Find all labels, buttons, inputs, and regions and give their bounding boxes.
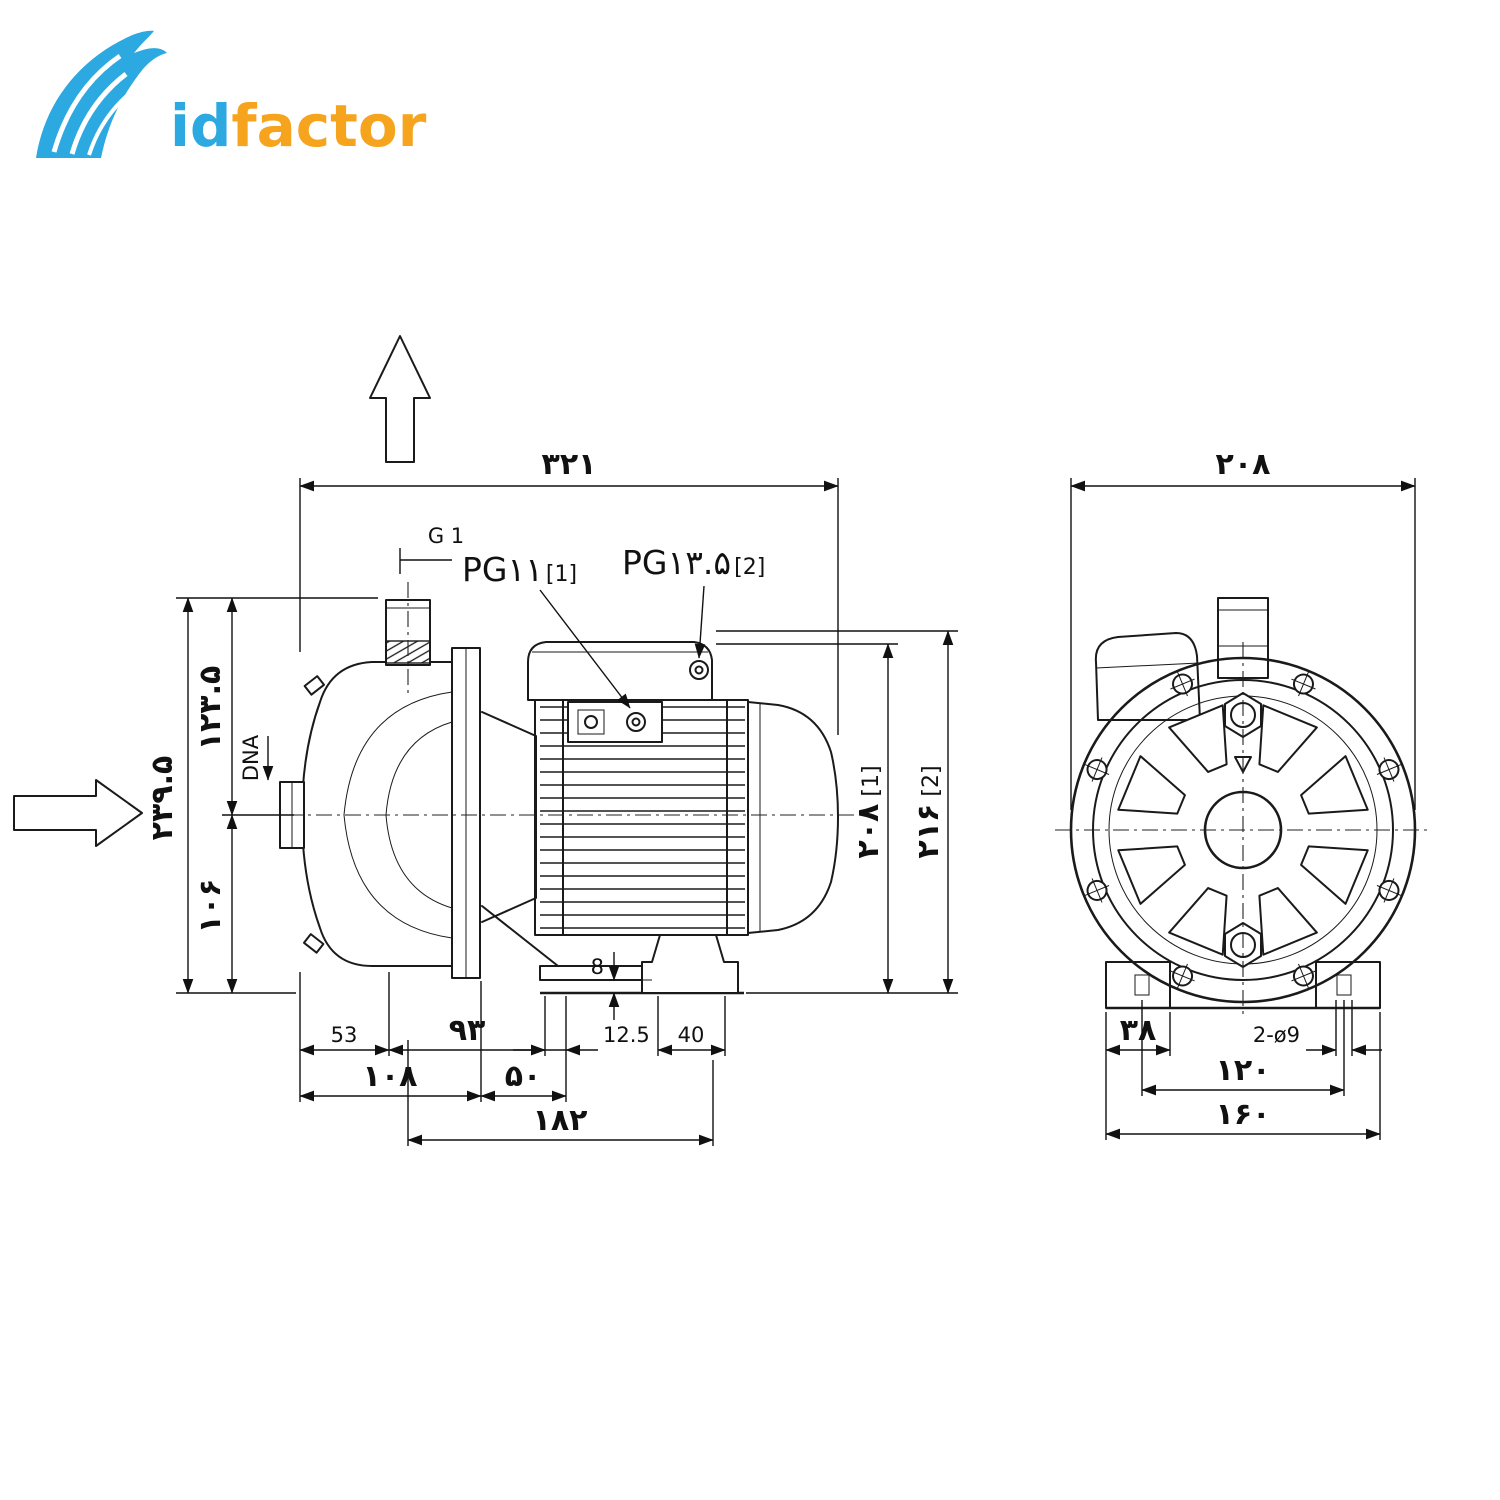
- foot-slot-left: [1134, 974, 1150, 996]
- dim-93: ۹۳: [449, 1013, 486, 1048]
- flow-direction-right-arrow-icon: [13, 779, 143, 847]
- motor-cooling-fins: [540, 706, 745, 932]
- gland-plate: [567, 701, 663, 743]
- flow-direction-up-arrow-icon: [369, 335, 431, 463]
- dim-base-width: ۱۶۰: [1216, 1097, 1271, 1132]
- logo-bird-icon: [36, 30, 167, 159]
- casing-bolt: [303, 933, 325, 954]
- cable-gland-1-label: PG۱۱[1]: [462, 550, 577, 589]
- pump-front-view: ۲۰۸ ۳۸ 2-ø9 ۱۲۰ ۱۶۰: [1055, 447, 1431, 1140]
- dim-foot-width: ۳۸: [1120, 1013, 1157, 1048]
- logo: idfactor: [36, 30, 427, 160]
- logo-text-id: id: [170, 92, 231, 160]
- dim-8: 8: [591, 955, 604, 979]
- dim-overall-length: ۳۲۱: [542, 447, 597, 482]
- cable-gland-2-label: PG۱۳.۵[2]: [622, 543, 765, 582]
- foot-right: [1315, 961, 1381, 1009]
- logo-text: idfactor: [170, 92, 427, 160]
- terminal-box-front: [1094, 632, 1201, 721]
- dim-total-height: ۲۳۹.۵: [145, 756, 180, 841]
- dim-hole-spacing: ۱۲۰: [1216, 1053, 1271, 1088]
- dim-50: ۵۰: [505, 1059, 542, 1094]
- motor-end-cap: [747, 701, 839, 934]
- dim-40: 40: [678, 1023, 705, 1047]
- bolt-holes: [1084, 671, 1402, 989]
- suction-port-label: DNA: [239, 734, 263, 781]
- dim-center-height: ۱۲۳.۵: [193, 666, 228, 751]
- foot-left: [1105, 961, 1171, 1009]
- casing-bolt: [303, 675, 325, 696]
- motor-foot: [641, 934, 739, 994]
- side-view-dimensions: ۳۲۱ ۲۳۹.۵ ۱۲۳.۵ ۱۰۶ DNA ۲۰۸[1] ۲۱۶[2]: [145, 447, 958, 1146]
- pump-side-view: ۳۲۱ ۲۳۹.۵ ۱۲۳.۵ ۱۰۶ DNA ۲۰۸[1] ۲۱۶[2]: [13, 335, 958, 1146]
- discharge-thread-label: G 1: [428, 524, 464, 548]
- dim-53: 53: [331, 1023, 358, 1047]
- dim-12-5: 12.5: [603, 1023, 650, 1047]
- dim-bolt-holes: 2-ø9: [1253, 1023, 1300, 1047]
- dim-height-variant2: ۲۱۶[2]: [911, 765, 946, 858]
- logo-text-factor: factor: [231, 92, 426, 160]
- foot-slot-right: [1336, 974, 1352, 996]
- vent-slots: [1117, 704, 1369, 956]
- motor: [527, 641, 839, 994]
- dim-shaft-height: ۱۰۶: [193, 879, 228, 934]
- dim-overall-width: ۲۰۸: [1216, 447, 1271, 482]
- dim-108: ۱۰۸: [363, 1059, 418, 1094]
- dim-height-variant1: ۲۰۸[1]: [851, 765, 886, 858]
- terminal-box: [527, 641, 713, 701]
- pump-casing: [279, 661, 456, 967]
- front-view-dimensions: ۲۰۸ ۳۸ 2-ø9 ۱۲۰ ۱۶۰: [1070, 447, 1416, 1140]
- bird-eye: [144, 40, 150, 46]
- dim-182: ۱۸۲: [533, 1103, 588, 1138]
